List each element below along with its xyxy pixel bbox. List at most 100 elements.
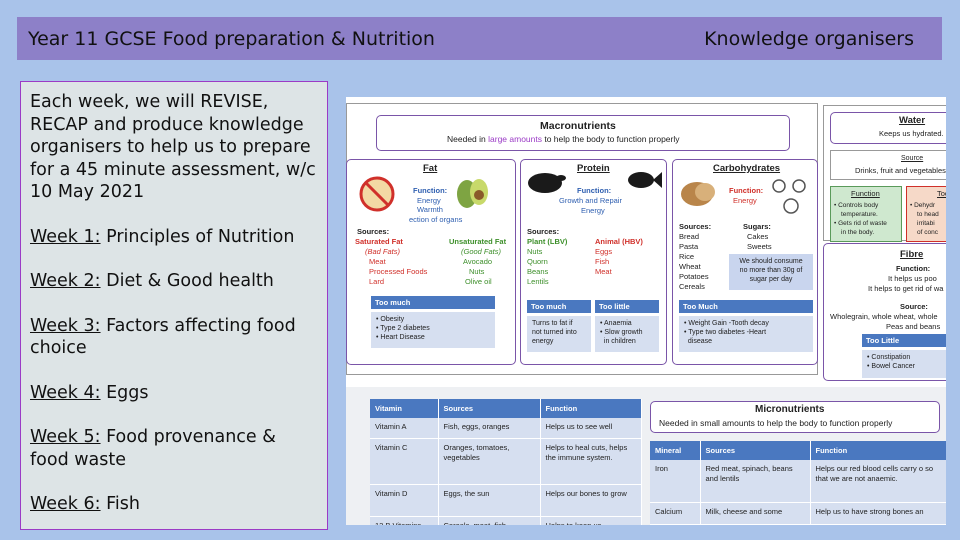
carbohydrates-function-line: Energy (733, 196, 757, 205)
sugars-label: Sugars: (743, 222, 771, 231)
table-cell: Help us to have strong bones an (810, 502, 946, 525)
sugar-icons (772, 179, 806, 214)
week-item: Week 4: Eggs (30, 382, 319, 405)
carbohydrates-function-label: Function: (729, 186, 764, 195)
animal-protein-item: Fish (595, 257, 610, 266)
protein-sources-label: Sources: (527, 227, 560, 236)
plant-protein-item: Beans (527, 267, 549, 276)
carbohydrates-source: Pasta (679, 242, 699, 251)
knowledge-organiser-image: Macronutrients Needed in large amounts t… (346, 97, 946, 525)
week-label: Week 6: (30, 494, 101, 514)
protein-too-little-cell: • Anaemia • Slow growth in children (595, 316, 659, 352)
table-cell: 12 B Vitamins (370, 516, 439, 525)
table-cell: Helps to keep us (540, 516, 642, 525)
macronutrients-banner: Macronutrients Needed in large amounts t… (376, 115, 790, 151)
water-function-item: • Controls body (834, 202, 879, 209)
protein-title: Protein (577, 163, 610, 174)
water-too-item: to head (917, 211, 939, 218)
carbohydrates-too-much-item: • Weight Gain -Tooth decay (684, 320, 769, 327)
week-topic: Factors affecting food choice (30, 315, 296, 359)
protein-too-little-item: • Anaemia (600, 320, 632, 327)
water-function-box: Function • Controls body temperature. • … (830, 186, 902, 242)
fat-function-label: Function: (413, 186, 448, 195)
minerals-table: Mineral Sources Function Iron Red meat, … (650, 441, 946, 525)
water-too-item: of conc (917, 229, 938, 236)
water-source-text: Drinks, fruit and vegetables (855, 166, 946, 175)
week-label: Week 1: (30, 226, 101, 247)
fat-title: Fat (423, 163, 438, 174)
animal-protein-item: Eggs (595, 247, 613, 256)
table-cell: Helps us to see well (540, 418, 642, 439)
week-topic: Diet & Good health (100, 271, 274, 291)
fibre-function-line: It helps to get rid of wa (868, 284, 944, 293)
vitamins-table: Vitamin Sources Function Vitamin A Fish,… (370, 399, 642, 525)
fibre-source-line: Wholegrain, whole wheat, whole (830, 312, 938, 321)
protein-too-much-cell: Turns to fat if not turned into energy (527, 316, 591, 352)
micronutrients-title: Micronutrients (755, 404, 825, 415)
carbohydrates-card: Carbohydrates Function: Energy Sources: … (672, 159, 818, 365)
week-label: Week 3: (30, 315, 101, 336)
fibre-source-line: Peas and beans (886, 322, 941, 331)
macronutrients-subtitle: Needed in large amounts to help the body… (447, 134, 680, 144)
water-function-item: temperature. (841, 211, 878, 218)
table-cell: Fish, eggs, oranges (438, 418, 541, 439)
weekly-plan-panel: Each week, we will REVISE, RECAP and pro… (20, 81, 328, 530)
fat-sources-label: Sources: (357, 227, 390, 236)
water-source-label: Source (901, 155, 924, 162)
week-item: Week 6: Fish (30, 493, 319, 516)
table-cell: Red meat, spinach, beans and lentils (700, 460, 811, 503)
week-topic: Food provenance & food waste (30, 427, 276, 470)
table-header: Function (810, 441, 946, 460)
fibre-too-little-item: • Constipation (867, 354, 911, 361)
table-header-row: Mineral Sources Function (650, 441, 946, 460)
protein-card: Protein Function: Growth and Repair Ener… (520, 159, 667, 365)
carbohydrates-source: Bread (679, 232, 700, 241)
table-header-row: Vitamin Sources Function (370, 399, 642, 418)
water-function-item: in the body. (841, 229, 875, 236)
table-header: Function (540, 399, 642, 418)
bread-icon (681, 182, 715, 206)
table-row: Calcium Milk, cheese and some Help us to… (650, 502, 946, 525)
fat-card: Fat Function: Energy Warmth ection of or… (346, 159, 516, 365)
intro-text: Each week, we will REVISE, RECAP and pro… (30, 92, 316, 202)
water-source-box: Source Drinks, fruit and vegetables (830, 150, 946, 180)
table-cell: Vitamin A (370, 418, 439, 439)
micronutrients-banner: Micronutrients Needed in small amounts t… (650, 401, 940, 433)
animal-protein-item: Meat (595, 267, 612, 276)
week-topic: Fish (100, 494, 140, 514)
table-cell: Eggs, the sun (438, 484, 541, 517)
table-header: Mineral (650, 441, 701, 460)
unsaturated-fat-item: Avocado (463, 257, 493, 266)
micronutrients-subtitle: Needed in small amounts to help the body… (659, 418, 893, 428)
fat-function-line: Warmth (417, 205, 443, 214)
unsaturated-fat-item: Olive oil (465, 277, 492, 286)
table-row: 12 B Vitamins Cereals, meat, fish Helps … (370, 516, 642, 525)
avocado-icon (457, 179, 488, 208)
table-row: Vitamin A Fish, eggs, oranges Helps us t… (370, 418, 642, 439)
saturated-fat-item: Lard (369, 277, 385, 286)
protein-too-little-item: in children (603, 338, 636, 345)
water-function-label: Function (851, 189, 880, 198)
protein-too-little-item: • Slow growth (600, 329, 643, 336)
plant-protein-item: Quorn (527, 257, 548, 266)
table-cell: Helps our red blood cells carry o so tha… (810, 460, 946, 503)
sugars-item: Cakes (747, 232, 769, 241)
fat-too-much-header: Too much (371, 296, 495, 309)
table-row: Vitamin D Eggs, the sun Helps our bones … (370, 484, 642, 517)
slide-subtitle: Knowledge organisers (704, 27, 914, 50)
table-cell: Cereals, meat, fish (438, 516, 541, 525)
week-item: Week 2: Diet & Good health (30, 270, 319, 293)
week-topic: Eggs (100, 382, 149, 403)
unsaturated-fat-sub: (Good Fats) (461, 247, 502, 256)
fat-too-much-item: • Type 2 diabetes (376, 325, 430, 332)
macronutrients-title: Macronutrients (540, 120, 616, 132)
fat-function-line: Energy (417, 196, 441, 205)
protein-function-label: Function: (577, 186, 612, 195)
table-cell: Milk, cheese and some (700, 502, 811, 525)
carbohydrates-source: Cereals (679, 282, 705, 291)
table-cell: Helps to heal cuts, helps the immune sys… (540, 438, 642, 485)
protein-function-line: Energy (581, 206, 605, 215)
plant-protein-item: Lentils (527, 277, 549, 286)
week-label: Week 2: (30, 271, 101, 291)
no-junk-food-icon (359, 176, 395, 212)
